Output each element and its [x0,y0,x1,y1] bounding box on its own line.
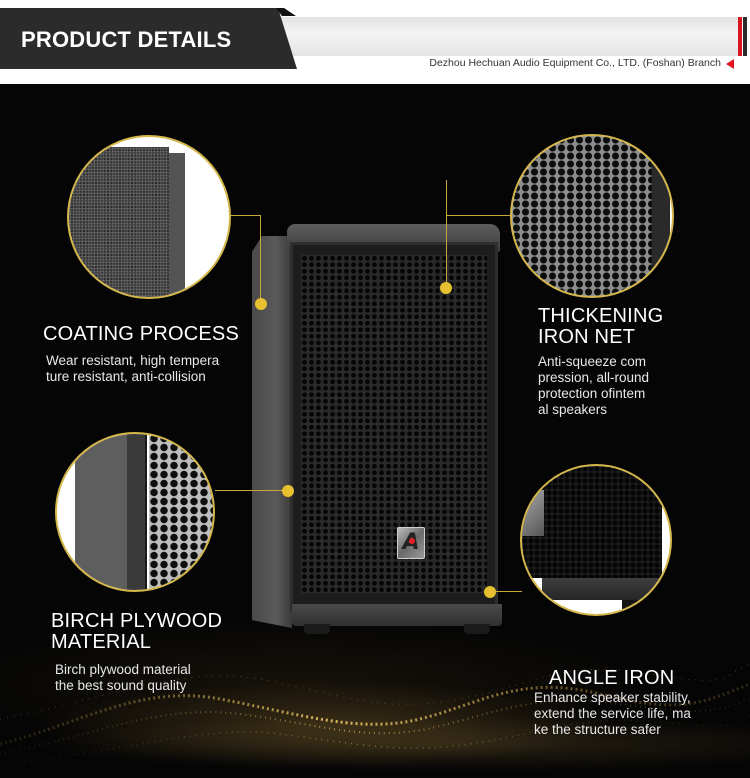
iron-net-marker-dot [440,282,452,294]
plywood-connector [215,490,288,491]
feature-desc-coating-process: Wear resistant, high tempera ture resist… [46,353,220,384]
angle-iron-closeup-circle [520,464,672,616]
company-name: Dezhou Hechuan Audio Equipment Co., LTD.… [429,57,721,69]
page-title: PRODUCT DETAILS [21,27,232,52]
speaker-foot-right [464,624,490,634]
angle-iron-logo-fragment [522,490,544,536]
feature-title-angle-iron: ANGLE IRON [549,667,675,689]
coating-closeup-circle [67,135,231,299]
speaker-front [290,242,498,612]
speaker-side-panel [252,236,292,628]
feature-desc-thickening-iron-net: Anti-squeeze com pression, all-round pro… [538,354,650,417]
speaker-grille [301,255,487,593]
coating-marker-dot [255,298,267,310]
iron-net-texture [512,136,652,296]
coating-edge [169,153,185,297]
angle-iron-base [542,578,662,600]
plywood-grille-texture [149,434,213,590]
feature-desc-angle-iron: Enhance speaker stability, extend the se… [534,690,691,737]
feature-title-thickening-iron-net: THICKENING IRON NET [538,305,664,348]
triangle-left-icon [726,59,734,69]
feature-title-coating-process: COATING PROCESS [43,323,239,345]
brand-logo: A [397,527,425,559]
feature-title-birch-plywood-material: BIRCH PLYWOOD MATERIAL [51,610,223,653]
header-title-box [0,8,297,69]
plywood-side [75,434,127,590]
header-accent-bar-dark [743,17,747,56]
iron-net-closeup-circle [510,134,674,298]
angle-iron-marker-dot [484,586,496,598]
page-header: PRODUCT DETAILS Dezhou Hechuan Audio Equ… [0,0,750,84]
coating-connector-h [231,215,261,216]
speaker-cabinet: A [252,224,502,639]
angle-iron-foot [622,600,650,612]
speaker-base [292,604,502,626]
brand-logo-dot [409,538,415,544]
header-accent-bar-red [738,17,742,56]
product-showcase: A COATING PROCESS Wear resistant, high t… [0,84,750,778]
iron-net-connector-h [446,215,510,216]
feature-desc-birch-plywood-material: Birch plywood material the best sound qu… [55,662,191,693]
gold-particle-wave [0,663,750,765]
iron-net-edge [652,136,670,296]
plywood-marker-dot [282,485,294,497]
angle-iron-connector [490,591,522,592]
angle-iron-grille-texture [522,466,662,578]
speaker-foot-left [304,624,330,634]
header-title-notch [276,8,296,16]
coating-texture [69,147,169,297]
plywood-strip [127,434,147,590]
iron-net-connector-v [446,180,447,288]
coating-connector-v [260,215,261,303]
plywood-closeup-circle [55,432,215,592]
